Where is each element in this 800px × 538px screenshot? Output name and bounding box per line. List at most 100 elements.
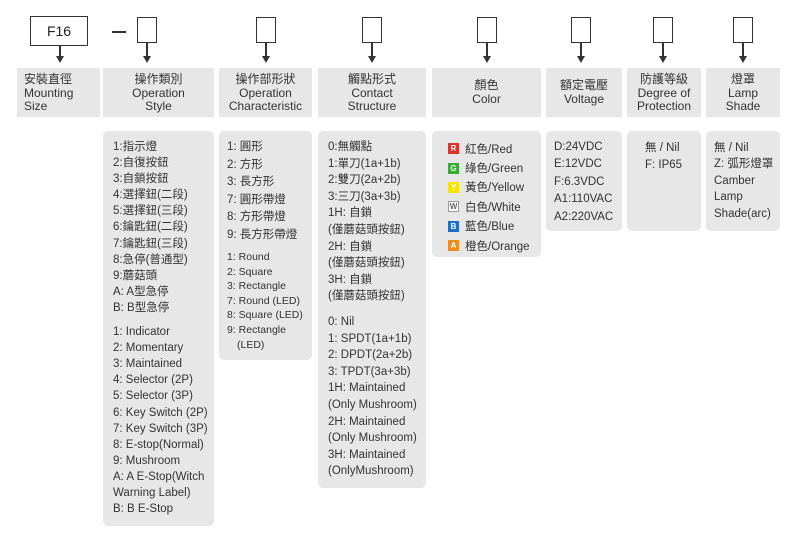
panel-characteristic: 1: 圓形 2: 方形 3: 長方形 7: 圓形帶燈 8: 方形帶燈 9: 長方… [219, 131, 312, 360]
slot-voltage [571, 17, 591, 43]
swatch-red-icon: R [448, 143, 459, 155]
list-item: 0:無觸點 [328, 141, 373, 153]
panel-operation-style: 1:指示燈 2:自復按鈕 3:自鎖按鈕 4:選擇鈕(二段) 5:選擇鈕(三段) … [103, 131, 214, 526]
connector-contact [371, 43, 373, 57]
connector-protection [662, 43, 664, 57]
contact-zh-list: 0:無觸點 1:單刀(1a+1b) 2:雙刀(2a+2b) 3:三刀(3a+3b… [328, 139, 426, 305]
connector-mounting [59, 46, 61, 57]
header-mounting-en1: Mounting [24, 85, 74, 100]
header-characteristic-en2: Characteristic [228, 99, 303, 113]
list-item: (僅蘑菇頭按鈕) [328, 290, 405, 303]
list-item: E:12VDC [554, 158, 602, 171]
header-operation-style: 操作類別 Operation Style [103, 68, 214, 117]
list-item: 3:自鎖按鈕 [113, 173, 169, 186]
connector-operation [146, 43, 148, 57]
header-characteristic: 操作部形狀 Operation Characteristic [219, 68, 312, 117]
list-item: 2:自復按鈕 [113, 157, 169, 170]
list-item: 2H: Maintained [328, 415, 406, 428]
list-item: 0: Nil [328, 315, 355, 328]
connector-characteristic [265, 43, 267, 57]
list-item: 4: Selector (2P) [113, 374, 193, 387]
panel-voltage: D:24VDC E:12VDC F:6.3VDC A1:110VAC A2:22… [546, 131, 622, 231]
arrow-mounting [56, 56, 64, 63]
characteristic-zh-list: 1: 圓形 2: 方形 3: 長方形 7: 圓形帶燈 8: 方形帶燈 9: 長方… [227, 139, 312, 244]
list-item: 2: DPDT(2a+2b) [328, 349, 413, 362]
list-item: 1H: Maintained [328, 382, 406, 395]
swatch-orange-icon: A [448, 240, 459, 252]
list-item: 1H: 自鎖 [328, 207, 373, 220]
list-item: Camber [714, 174, 755, 187]
arrow-shade [739, 56, 747, 63]
list-item: (Only Mushroom) [328, 432, 417, 445]
color-option-green: G 綠色/Green [448, 158, 541, 177]
list-item: 6: Key Switch (2P) [113, 406, 208, 419]
list-item: Z: 弧形燈罩 [714, 158, 774, 171]
list-item: 5: Selector (3P) [113, 390, 193, 403]
header-voltage-en: Voltage [563, 91, 605, 106]
list-item: 8: 方形帶燈 [227, 211, 286, 223]
list-item: 1: Indicator [113, 326, 170, 339]
header-voltage-zh: 額定電壓 [559, 78, 608, 92]
connector-voltage [580, 43, 582, 57]
header-protection-zh: 防護等級 [639, 72, 688, 86]
list-item: 6:鑰匙鈕(二段) [113, 221, 188, 234]
panel-protection: 無 / Nil F: IP65 [627, 131, 701, 231]
arrow-operation [143, 56, 151, 63]
swatch-blue-icon: B [448, 220, 459, 232]
slot-operation [137, 17, 157, 43]
header-characteristic-zh: 操作部形狀 [235, 72, 296, 86]
header-mounting-en2: Size [24, 99, 48, 113]
header-contact-en1: Contact [351, 85, 393, 100]
list-item: A: A E-Stop(Witch [113, 470, 205, 483]
list-item: (Only Mushroom) [328, 398, 417, 411]
model-prefix: F16 [46, 23, 72, 39]
list-item: 9:蘑菇頭 [113, 269, 158, 282]
list-item: 3H: 自鎖 [328, 273, 373, 286]
list-item: 8: Square (LED) [227, 309, 303, 322]
separator-dash [112, 31, 126, 33]
color-label: 紅色/Red [465, 143, 513, 156]
header-color-zh: 顏色 [474, 78, 499, 92]
list-item: 3: TPDT(3a+3b) [328, 365, 411, 378]
list-item: F:6.3VDC [554, 175, 605, 188]
panel-color: R 紅色/Red G 綠色/Green Y 黃色/Yellow W 白色/Whi… [432, 131, 541, 257]
header-shade-en2: Shade [725, 99, 761, 113]
list-item: 7: Round (LED) [227, 294, 300, 307]
swatch-yellow-icon: Y [448, 181, 459, 193]
characteristic-en-list: 1: Round 2: Square 3: Rectangle 7: Round… [227, 250, 312, 352]
connector-color [486, 43, 488, 57]
arrow-characteristic [262, 56, 270, 63]
color-option-white: W 白色/White [448, 197, 541, 216]
list-item: 9: 長方形帶燈 [227, 228, 298, 241]
color-label: 綠色/Green [465, 163, 524, 176]
header-lamp-shade: 燈罩 Lamp Shade [706, 68, 780, 117]
color-label: 白色/White [465, 201, 521, 214]
header-protection-en2: Protection [636, 99, 692, 113]
color-label: 黃色/Yellow [465, 182, 525, 195]
header-mounting-zh: 安裝直徑 [24, 72, 73, 86]
list-item: Shade(arc) [714, 207, 771, 220]
header-contact-structure: 觸點形式 Contact Structure [318, 68, 426, 117]
list-item: (僅蘑菇頭按鈕) [328, 257, 405, 270]
panel-contact-structure: 0:無觸點 1:單刀(1a+1b) 2:雙刀(2a+2b) 3:三刀(3a+3b… [318, 131, 426, 488]
header-protection-en1: Degree of [637, 85, 691, 100]
header-color: 顏色 Color [432, 68, 541, 117]
header-contact-zh: 觸點形式 [347, 72, 396, 86]
list-item: 8: E-stop(Normal) [113, 438, 204, 451]
list-item: (僅蘑菇頭按鈕) [328, 223, 405, 236]
list-item: 無 / Nil [714, 142, 749, 154]
list-item: A2:220VAC [554, 210, 614, 223]
list-item: B: B型急停 [113, 301, 170, 314]
slot-protection [653, 17, 673, 43]
list-item: (OnlyMushroom) [328, 465, 414, 478]
list-item: 1: Round [227, 251, 270, 263]
slot-color [477, 17, 497, 43]
list-item: 無 / Nil [645, 142, 680, 154]
list-item: F: IP65 [645, 159, 683, 172]
header-operation-en1: Operation [132, 85, 185, 100]
list-item: 9: Mushroom [113, 454, 181, 467]
model-prefix-box: F16 [30, 16, 88, 46]
list-item: 2H: 自鎖 [328, 240, 373, 253]
list-item: 1: 圓形 [227, 141, 263, 153]
list-item: 7:鑰匙鈕(三段) [113, 237, 188, 250]
